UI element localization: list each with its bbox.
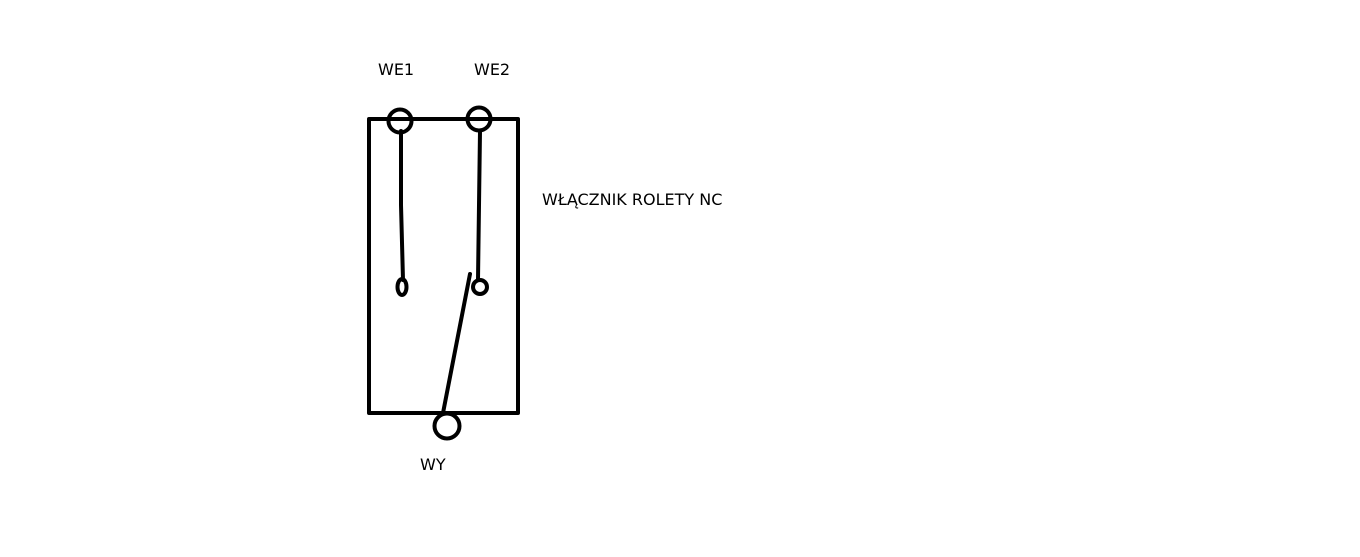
switch-blade [441, 272, 472, 415]
we1-fixed-contact [395, 277, 409, 297]
we2-fixed-contact [471, 278, 489, 296]
we1-terminal [386, 107, 414, 135]
wy-label: WY [420, 455, 446, 474]
we2-conductor [476, 129, 482, 282]
diagram-title: WŁĄCZNIK ROLETY NC [542, 190, 723, 209]
switch-housing [367, 117, 520, 415]
we2-terminal [465, 105, 493, 133]
we2-label: WE2 [474, 60, 511, 79]
wy-terminal [432, 411, 462, 441]
we1-label: WE1 [378, 60, 415, 79]
we1-conductor [399, 129, 405, 282]
